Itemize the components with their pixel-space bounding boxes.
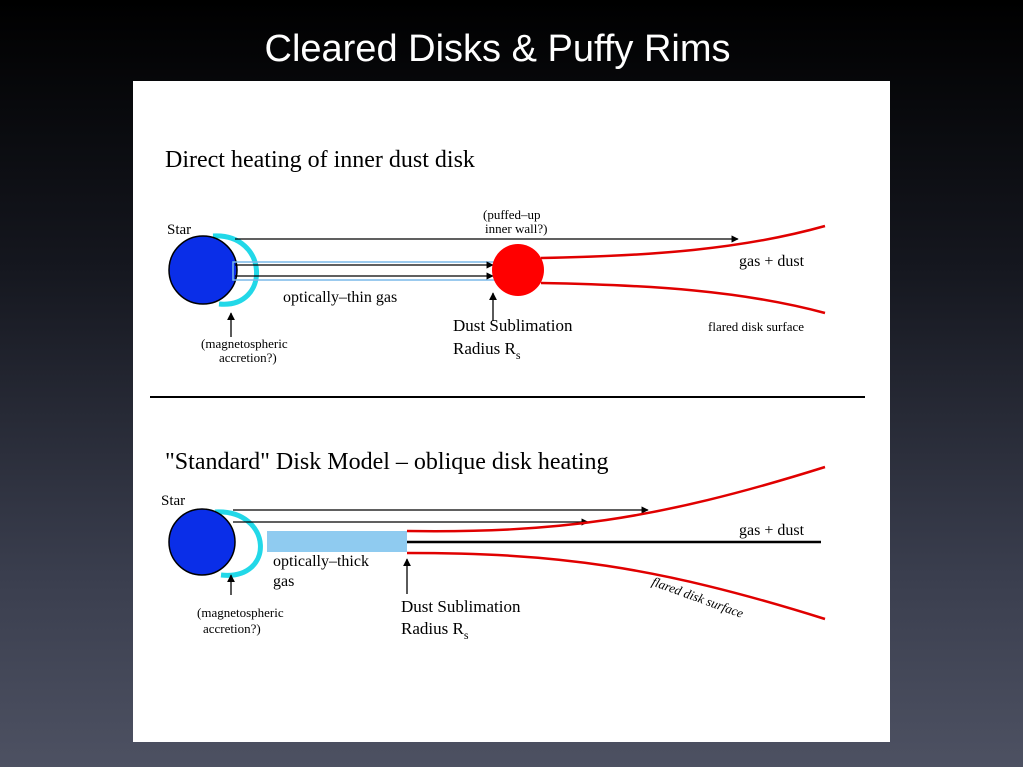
top-star-icon [168,235,238,305]
top-heading: Direct heating of inner dust disk [165,147,475,173]
bottom-disk-surface-upper [406,465,826,533]
top-star-label: Star [167,222,191,238]
bottom-gas-dust-label: gas + dust [739,522,805,539]
top-accretion-line2: accretion?) [219,350,277,365]
bottom-accretion-line1: (magnetospheric [197,605,284,620]
slide-title: Cleared Disks & Puffy Rims [264,28,731,70]
top-sublimation-line1: Dust Sublimation [453,316,573,335]
top-gas-dust-label: gas + dust [739,253,805,270]
top-rim-label-line2: inner wall?) [485,221,547,236]
bottom-sublimation-line2: Radius Rs [401,619,469,642]
bottom-panel: "Standard" Disk Model – oblique disk hea… [161,449,826,642]
top-disk-surface-upper [540,224,826,260]
bottom-heading: "Standard" Disk Model – oblique disk hea… [165,449,609,475]
bottom-thick-gas-slab [267,531,407,552]
bottom-sublimation-line1: Dust Sublimation [401,597,521,616]
top-rim-label-line1: (puffed–up [483,207,541,222]
top-inner-rim-icon [492,244,544,296]
top-panel: Direct heating of inner dust disk Star (… [165,147,826,365]
bottom-surface-label: flared disk surface [650,574,746,621]
top-accretion-arc [212,233,259,307]
bottom-sublimation-radius-text: Radius R [401,619,464,638]
bottom-star-icon [168,508,236,576]
figure-panel: Direct heating of inner dust disk Star (… [133,81,890,742]
bottom-thick-gas-label-line1: optically–thick [273,553,369,570]
top-sublimation-line2: Radius Rs [453,339,521,362]
bottom-accretion-arc [214,509,263,578]
top-accretion-line1: (magnetospheric [201,336,288,351]
disk-diagram: Direct heating of inner dust disk Star (… [150,147,865,642]
top-sublimation-radius-text: Radius R [453,339,516,358]
bottom-accretion-line2: accretion?) [203,621,261,636]
bottom-thick-gas-label-line2: gas [273,573,294,590]
top-thin-gas-label: optically–thin gas [283,289,397,306]
top-disk-surface-lower [540,281,826,315]
bottom-sublimation-subscript: s [464,628,469,642]
top-sublimation-subscript: s [516,348,521,362]
bottom-star-label: Star [161,493,185,509]
top-surface-label: flared disk surface [708,319,804,334]
bottom-disk-surface-lower [406,551,826,621]
